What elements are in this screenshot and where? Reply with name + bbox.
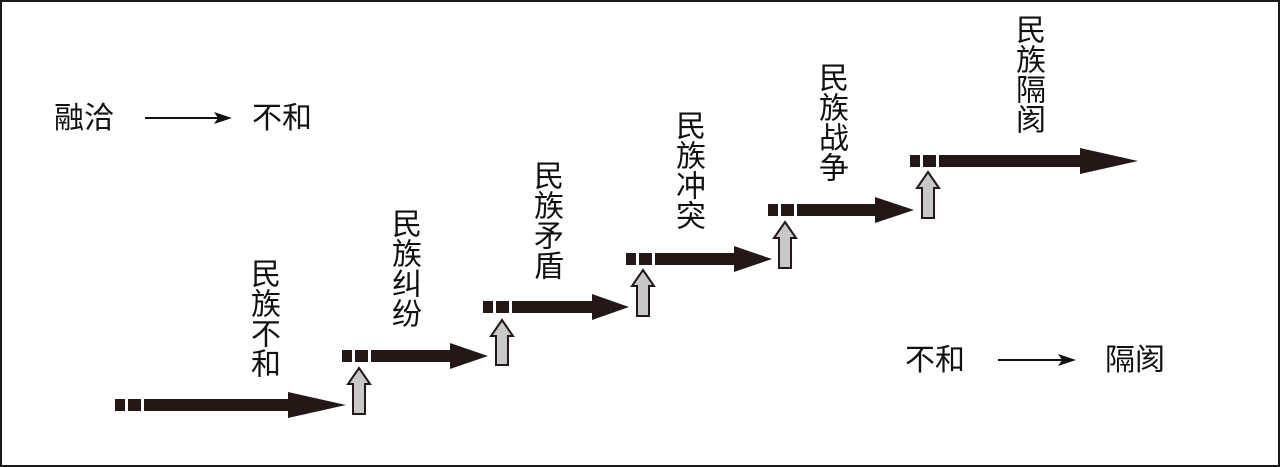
legend-bottom-to: 隔阂 — [1105, 343, 1165, 378]
step-arrow-5 — [768, 197, 914, 223]
step-arrows — [115, 148, 1138, 418]
dash-small — [115, 399, 125, 411]
dash-medium — [639, 253, 652, 265]
legend-bottom-from: 不和 — [905, 343, 965, 378]
up-arrow-1 — [346, 366, 372, 415]
dash-small — [626, 253, 636, 265]
arrow-shaft — [797, 197, 914, 223]
up-arrow-5 — [915, 170, 941, 219]
dash-medium — [923, 155, 936, 167]
arrow-shaft — [655, 246, 772, 272]
stage-label-2: 民族纠纷 — [386, 208, 421, 328]
dash-small — [342, 350, 352, 362]
legend-bottom-arrow — [998, 354, 1076, 366]
up-arrow-4 — [772, 220, 798, 269]
arrow-shaft — [371, 343, 488, 369]
dash-small — [768, 204, 778, 216]
arrow-shaft — [939, 148, 1138, 174]
stage-label-1: 民族不和 — [245, 258, 280, 378]
legend-arrows — [145, 112, 1076, 366]
up-arrow-2 — [489, 318, 515, 366]
legend-top-to: 不和 — [252, 101, 312, 136]
stage-label-6: 民族隔阂 — [1010, 14, 1045, 134]
stage-label-3: 民族矛盾 — [528, 160, 563, 280]
step-arrow-1 — [115, 392, 346, 418]
stage-label-5: 民族战争 — [813, 62, 848, 182]
step-arrow-3 — [483, 294, 629, 320]
dash-medium — [128, 399, 141, 411]
legend-top-arrow — [145, 112, 232, 124]
step-arrow-6 — [910, 148, 1138, 174]
dash-medium — [781, 204, 794, 216]
dash-medium — [496, 301, 509, 313]
stage-label-4: 民族冲突 — [670, 110, 705, 230]
dash-small — [910, 155, 920, 167]
step-arrow-2 — [342, 343, 488, 369]
dash-small — [483, 301, 493, 313]
step-arrow-4 — [626, 246, 772, 272]
riser-arrows — [346, 170, 941, 415]
legend-top-from: 融洽 — [54, 101, 114, 136]
arrow-shaft — [512, 294, 629, 320]
dash-medium — [355, 350, 368, 362]
arrow-shaft — [144, 392, 346, 418]
up-arrow-3 — [630, 268, 656, 317]
